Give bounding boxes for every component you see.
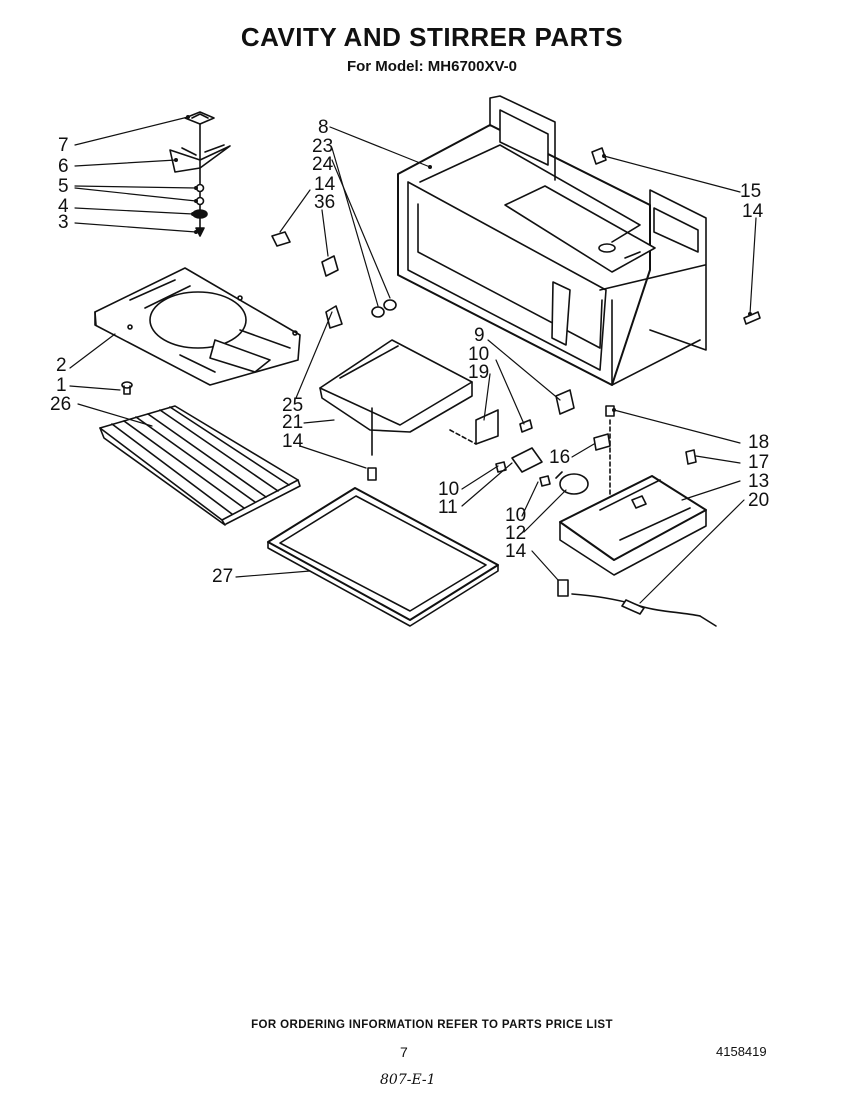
callout-10-lower: 10 [505, 505, 527, 526]
callout-14-left: 14 [314, 174, 336, 195]
callout-14-bottom: 14 [505, 541, 527, 562]
callout-20: 20 [748, 490, 770, 511]
callout-23: 23 [312, 136, 334, 157]
callout-7: 7 [58, 135, 69, 156]
handwritten-code: 807-E-1 [380, 1072, 436, 1088]
model-subtitle: For Model: MH6700XV-0 [346, 58, 518, 75]
stirrer-assembly [169, 111, 231, 237]
oven-cavity-part-8 [397, 95, 707, 386]
callout-26: 26 [50, 394, 72, 415]
callout-15: 15 [740, 181, 762, 202]
callout-21: 21 [282, 412, 304, 433]
callout-11: 11 [438, 497, 458, 518]
callout-6: 6 [58, 156, 69, 177]
callout-10-upper: 10 [468, 344, 490, 365]
callout-12: 12 [505, 523, 527, 544]
page-number: 7 [400, 1044, 408, 1060]
shelf-grid-part-26 [99, 405, 301, 526]
bracket-part-15 [591, 147, 607, 165]
callout-36: 36 [314, 192, 336, 213]
callout-2: 2 [56, 355, 67, 376]
leader-arrowheads [174, 115, 752, 412]
callout-18: 18 [748, 432, 770, 453]
callout-13: 13 [748, 471, 770, 492]
bracket-part-19 [449, 409, 499, 445]
mounting-plate-part-13 [559, 475, 707, 576]
callout-14-center: 14 [282, 431, 304, 452]
wire-harness-part-20 [571, 593, 717, 627]
callout-10-middle: 10 [438, 479, 460, 500]
clip-part-16 [593, 433, 611, 451]
callout-1: 1 [56, 375, 67, 396]
page-title: CAVITY AND STIRRER PARTS [240, 22, 624, 52]
callout-27: 27 [212, 566, 234, 587]
screw-part-14-left [271, 231, 291, 247]
screw-part-14-bottom [557, 579, 569, 597]
clip-part-36 [321, 255, 339, 277]
air-duct-part-21 [319, 339, 473, 456]
callout-8: 8 [318, 117, 329, 138]
exploded-parts-diagram [69, 95, 761, 627]
screw-part-1 [121, 381, 133, 395]
clip-part-17 [685, 449, 697, 465]
document-number: 4158419 [716, 1044, 767, 1059]
callout-9: 9 [474, 325, 485, 346]
glass-tray-part-27 [267, 487, 499, 627]
clip-part-25 [325, 305, 343, 329]
nut-washer-parts-23-24 [371, 299, 397, 318]
callout-5: 5 [58, 176, 69, 197]
callout-14-right: 14 [742, 201, 764, 222]
stirrer-cover [94, 267, 301, 386]
lamp-bulb-part-12 [555, 471, 589, 495]
callout-4: 4 [58, 196, 69, 217]
callout-16: 16 [549, 447, 571, 468]
lamp-socket-part-11 [511, 447, 543, 473]
callout-19: 19 [468, 362, 490, 383]
callout-17: 17 [748, 452, 770, 473]
switch-part-9 [555, 389, 575, 415]
screw-part-14-right [743, 311, 761, 325]
callout-24: 24 [312, 154, 334, 175]
leader-lines [69, 116, 757, 604]
screw-part-14-center [367, 467, 377, 481]
callout-25: 25 [282, 395, 304, 416]
callout-3: 3 [58, 212, 69, 233]
ordering-note: FOR ORDERING INFORMATION REFER TO PARTS … [251, 1019, 613, 1031]
screws-part-10 [495, 419, 551, 487]
